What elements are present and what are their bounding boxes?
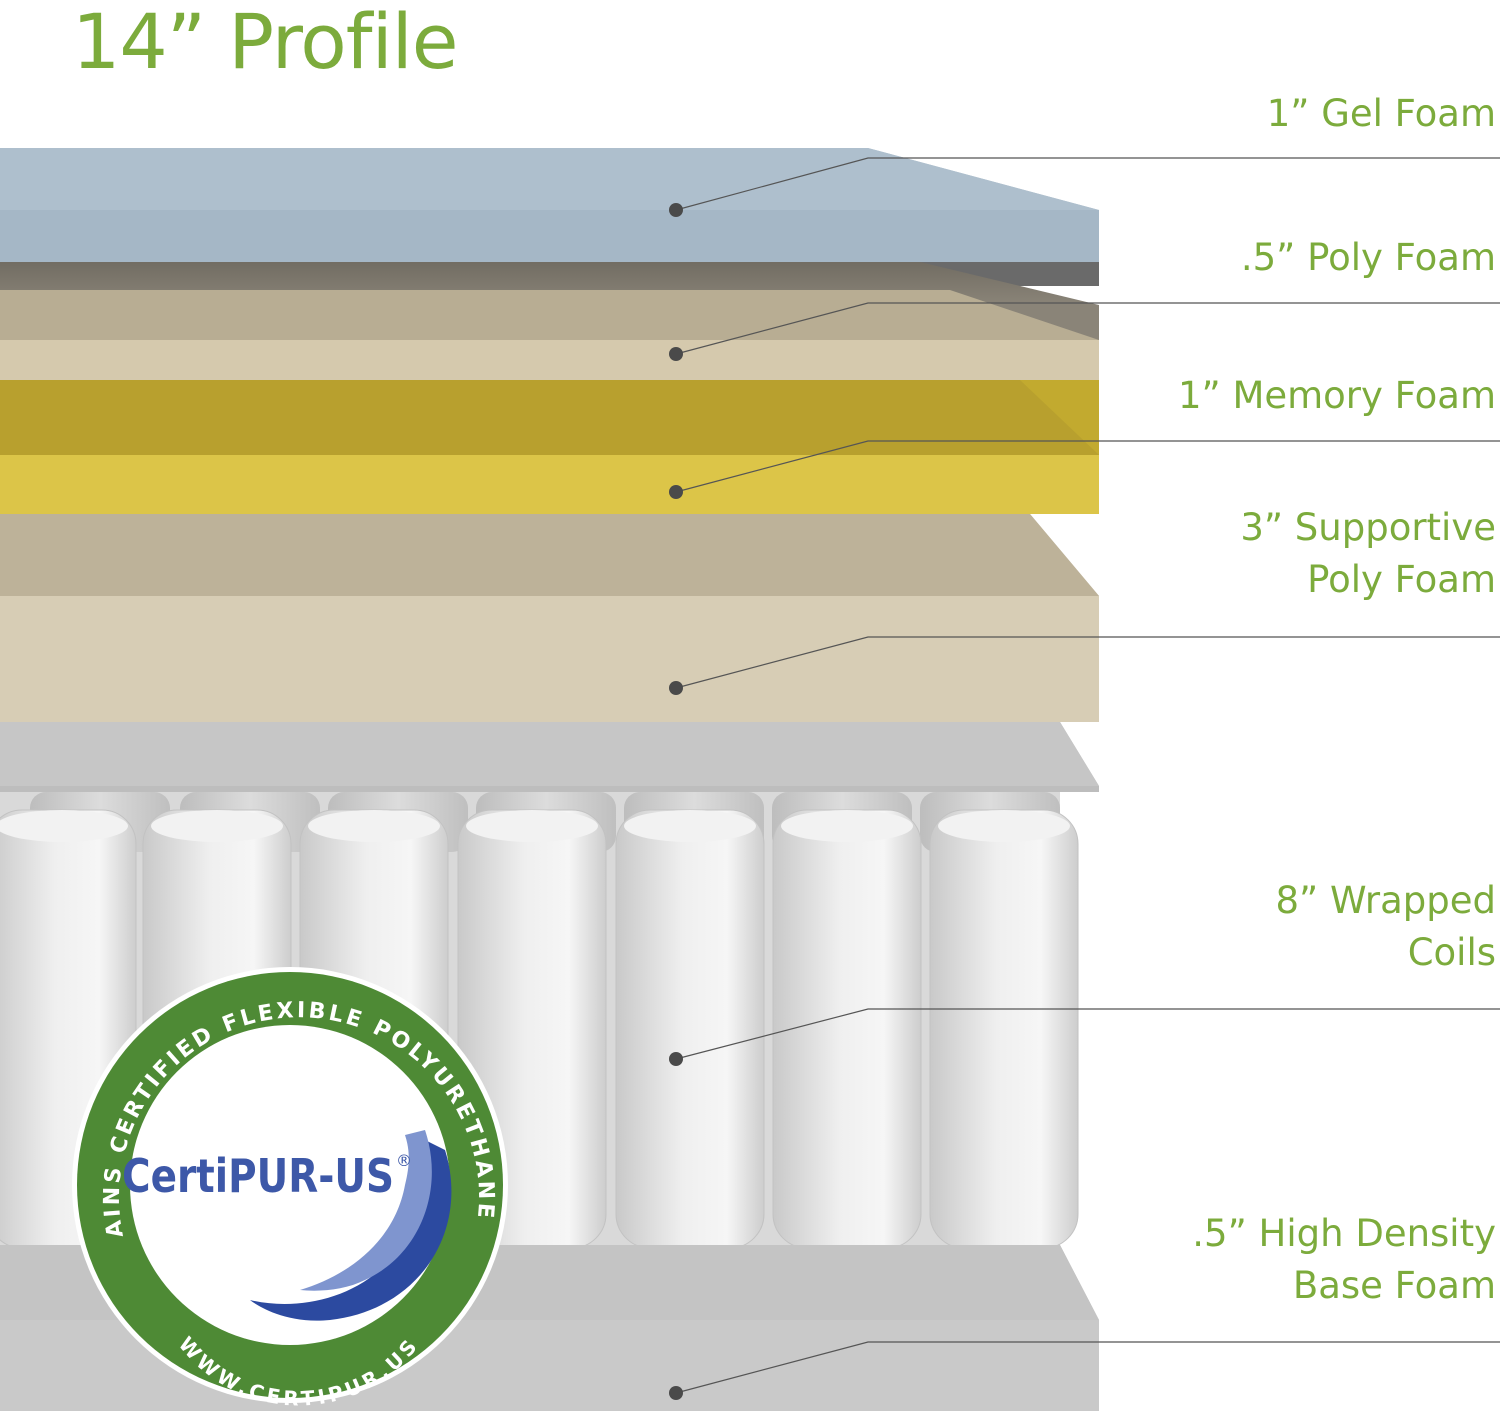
label-gel-foam: 1” Gel Foam <box>1266 92 1496 135</box>
coil-top <box>938 810 1070 842</box>
leader-dot <box>669 347 683 361</box>
coil-top <box>466 810 598 842</box>
label-poly-foam: .5” Poly Foam <box>1240 236 1496 279</box>
coil <box>929 809 1079 1249</box>
label-supportive-poly-foam: 3” Supportive Poly Foam <box>1240 506 1496 601</box>
leader-2 <box>669 440 1500 499</box>
leader-line <box>675 157 1500 211</box>
leader-dot <box>669 1386 683 1400</box>
badge-registered-mark: ® <box>396 1151 412 1170</box>
leader-dot <box>669 1052 683 1066</box>
leader-line <box>675 636 1500 689</box>
leader-1 <box>669 302 1500 361</box>
leader-lines <box>669 157 1500 1400</box>
leader-line <box>675 1008 1500 1060</box>
coil-top <box>0 810 128 842</box>
coil-top <box>308 810 440 842</box>
gel-foam-layer <box>0 148 1099 262</box>
leader-4 <box>669 1008 1500 1066</box>
leader-3 <box>669 636 1500 695</box>
label-base-foam: .5” High Density Base Foam <box>1192 1212 1496 1307</box>
transition-foam-layer <box>0 722 1099 792</box>
coil <box>615 809 765 1249</box>
leader-5 <box>669 1341 1500 1400</box>
coil-top <box>781 810 913 842</box>
label-memory-foam: 1” Memory Foam <box>1177 374 1496 417</box>
coil-top <box>151 810 283 842</box>
supportive-poly-foam-layer <box>0 514 1099 722</box>
leader-line <box>675 1341 1500 1394</box>
page-title: 14” Profile <box>72 0 459 86</box>
leader-line <box>675 440 1500 493</box>
leader-dot <box>669 485 683 499</box>
coil-top <box>624 810 756 842</box>
badge-brand: CertiPUR-US <box>122 1149 394 1203</box>
memory-foam-layer <box>0 380 1099 514</box>
coil <box>772 809 922 1249</box>
leader-dot <box>669 681 683 695</box>
label-wrapped-coils: 8” Wrapped Coils <box>1275 879 1496 974</box>
poly-foam-layer <box>0 262 1099 380</box>
leader-0 <box>669 157 1500 217</box>
leader-dot <box>669 203 683 217</box>
leader-line <box>675 302 1500 355</box>
